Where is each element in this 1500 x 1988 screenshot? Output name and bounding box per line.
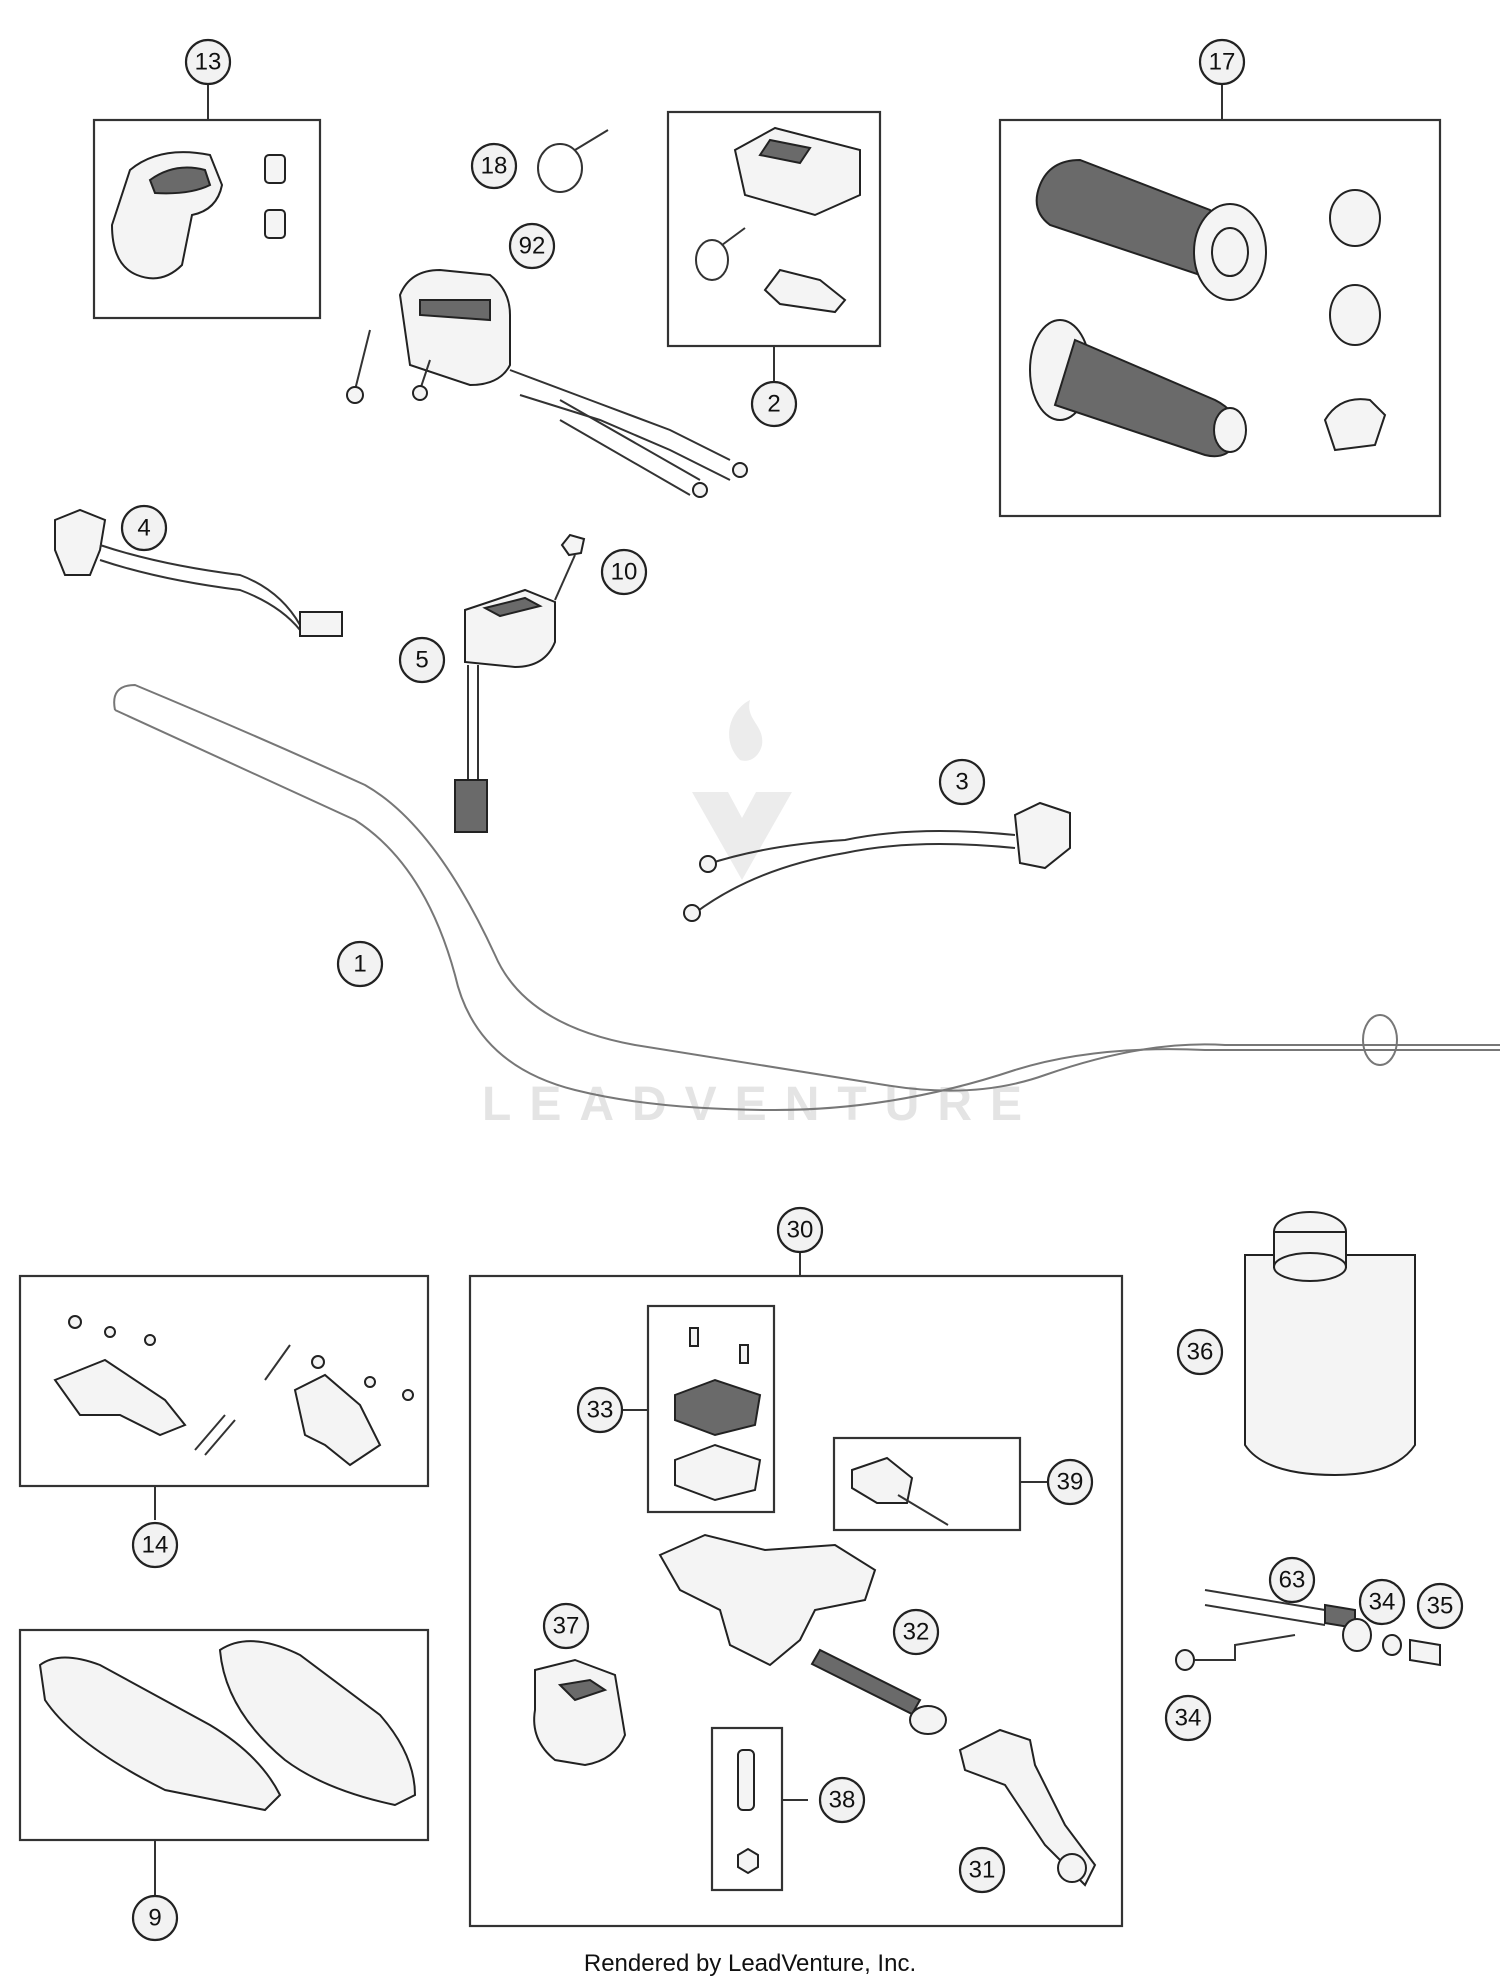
callout-10-label: 10	[611, 559, 638, 586]
callout-18: 18	[470, 142, 518, 190]
callout-32: 32	[892, 1608, 940, 1656]
part-38-pin-set	[710, 1726, 808, 1892]
callout-32-label: 32	[903, 1619, 930, 1646]
callout-17-label: 17	[1209, 49, 1236, 76]
callout-35: 35	[1416, 1582, 1464, 1630]
callout-39: 39	[1046, 1458, 1094, 1506]
callout-92-label: 92	[519, 233, 546, 260]
callout-17: 17	[1198, 38, 1246, 86]
callout-34-upper-label: 34	[1369, 1589, 1396, 1616]
part-5-kill-switch	[454, 588, 556, 833]
part-17-grips	[998, 82, 1442, 518]
master-cylinder-body	[658, 1533, 877, 1667]
callout-63: 63	[1268, 1556, 1316, 1604]
callout-10: 10	[600, 548, 648, 596]
callout-34-lower-label: 34	[1175, 1705, 1202, 1732]
part-37-lever-boot	[533, 1658, 627, 1767]
callout-34-upper: 34	[1358, 1578, 1406, 1626]
callout-30: 30	[776, 1206, 824, 1254]
callout-38-label: 38	[829, 1787, 856, 1814]
part-2-switch-kit	[666, 110, 882, 382]
callout-13-label: 13	[195, 49, 222, 76]
callout-14: 14	[131, 1521, 179, 1569]
part-13-throttle-housing	[92, 82, 322, 320]
callout-30-label: 30	[787, 1217, 814, 1244]
callout-31: 31	[958, 1846, 1006, 1894]
callout-9: 9	[131, 1894, 179, 1942]
part-9-hand-guards	[18, 1628, 430, 1896]
callout-36-label: 36	[1187, 1339, 1214, 1366]
part-10-connector	[554, 533, 586, 601]
callout-31-label: 31	[969, 1857, 996, 1884]
callout-37: 37	[542, 1602, 590, 1650]
callout-39-label: 39	[1057, 1469, 1084, 1496]
callout-4-label: 4	[137, 515, 150, 542]
callout-5-label: 5	[415, 647, 428, 674]
callout-1-label: 1	[353, 951, 366, 978]
callout-38: 38	[818, 1776, 866, 1824]
render-credit: Rendered by LeadVenture, Inc.	[583, 1950, 917, 1977]
callout-1: 1	[336, 940, 384, 988]
watermark-text: LEADVENTURE	[482, 1078, 1040, 1131]
part-1-handlebar	[113, 683, 1500, 1112]
callout-2-label: 2	[767, 391, 780, 418]
part-39-clamp	[832, 1436, 1048, 1532]
callout-13: 13	[184, 38, 232, 86]
callout-2: 2	[750, 380, 798, 428]
callout-63-label: 63	[1279, 1567, 1306, 1594]
callout-3: 3	[938, 758, 986, 806]
part-36-brake-fluid	[1244, 1211, 1416, 1477]
part-33-reservoir-cover	[622, 1304, 776, 1514]
part-14-mounting-kit	[18, 1274, 430, 1520]
callout-36: 36	[1176, 1328, 1224, 1376]
callout-34-lower: 34	[1164, 1694, 1212, 1742]
part-63-brake-hose-fitting	[1175, 1589, 1441, 1671]
callout-37-label: 37	[553, 1613, 580, 1640]
part-31-brake-lever	[958, 1728, 1097, 1887]
part-3-brake-switch	[683, 801, 1071, 922]
part-32-piston	[810, 1648, 947, 1735]
callout-5: 5	[398, 636, 446, 684]
part-4-left-switch	[54, 508, 343, 637]
part-92-throttle-cables	[346, 268, 748, 498]
part-18-cable-tie	[537, 129, 609, 193]
callout-35-label: 35	[1427, 1593, 1454, 1620]
callout-33: 33	[576, 1386, 624, 1434]
leadventure-watermark: LEADVENTURE	[482, 700, 1040, 1131]
callout-33-label: 33	[587, 1397, 614, 1424]
callout-9-label: 9	[148, 1905, 161, 1932]
callout-4: 4	[120, 504, 168, 552]
callout-18-label: 18	[481, 153, 508, 180]
callout-3-label: 3	[955, 769, 968, 796]
callout-14-label: 14	[142, 1532, 169, 1559]
callout-92: 92	[508, 222, 556, 270]
